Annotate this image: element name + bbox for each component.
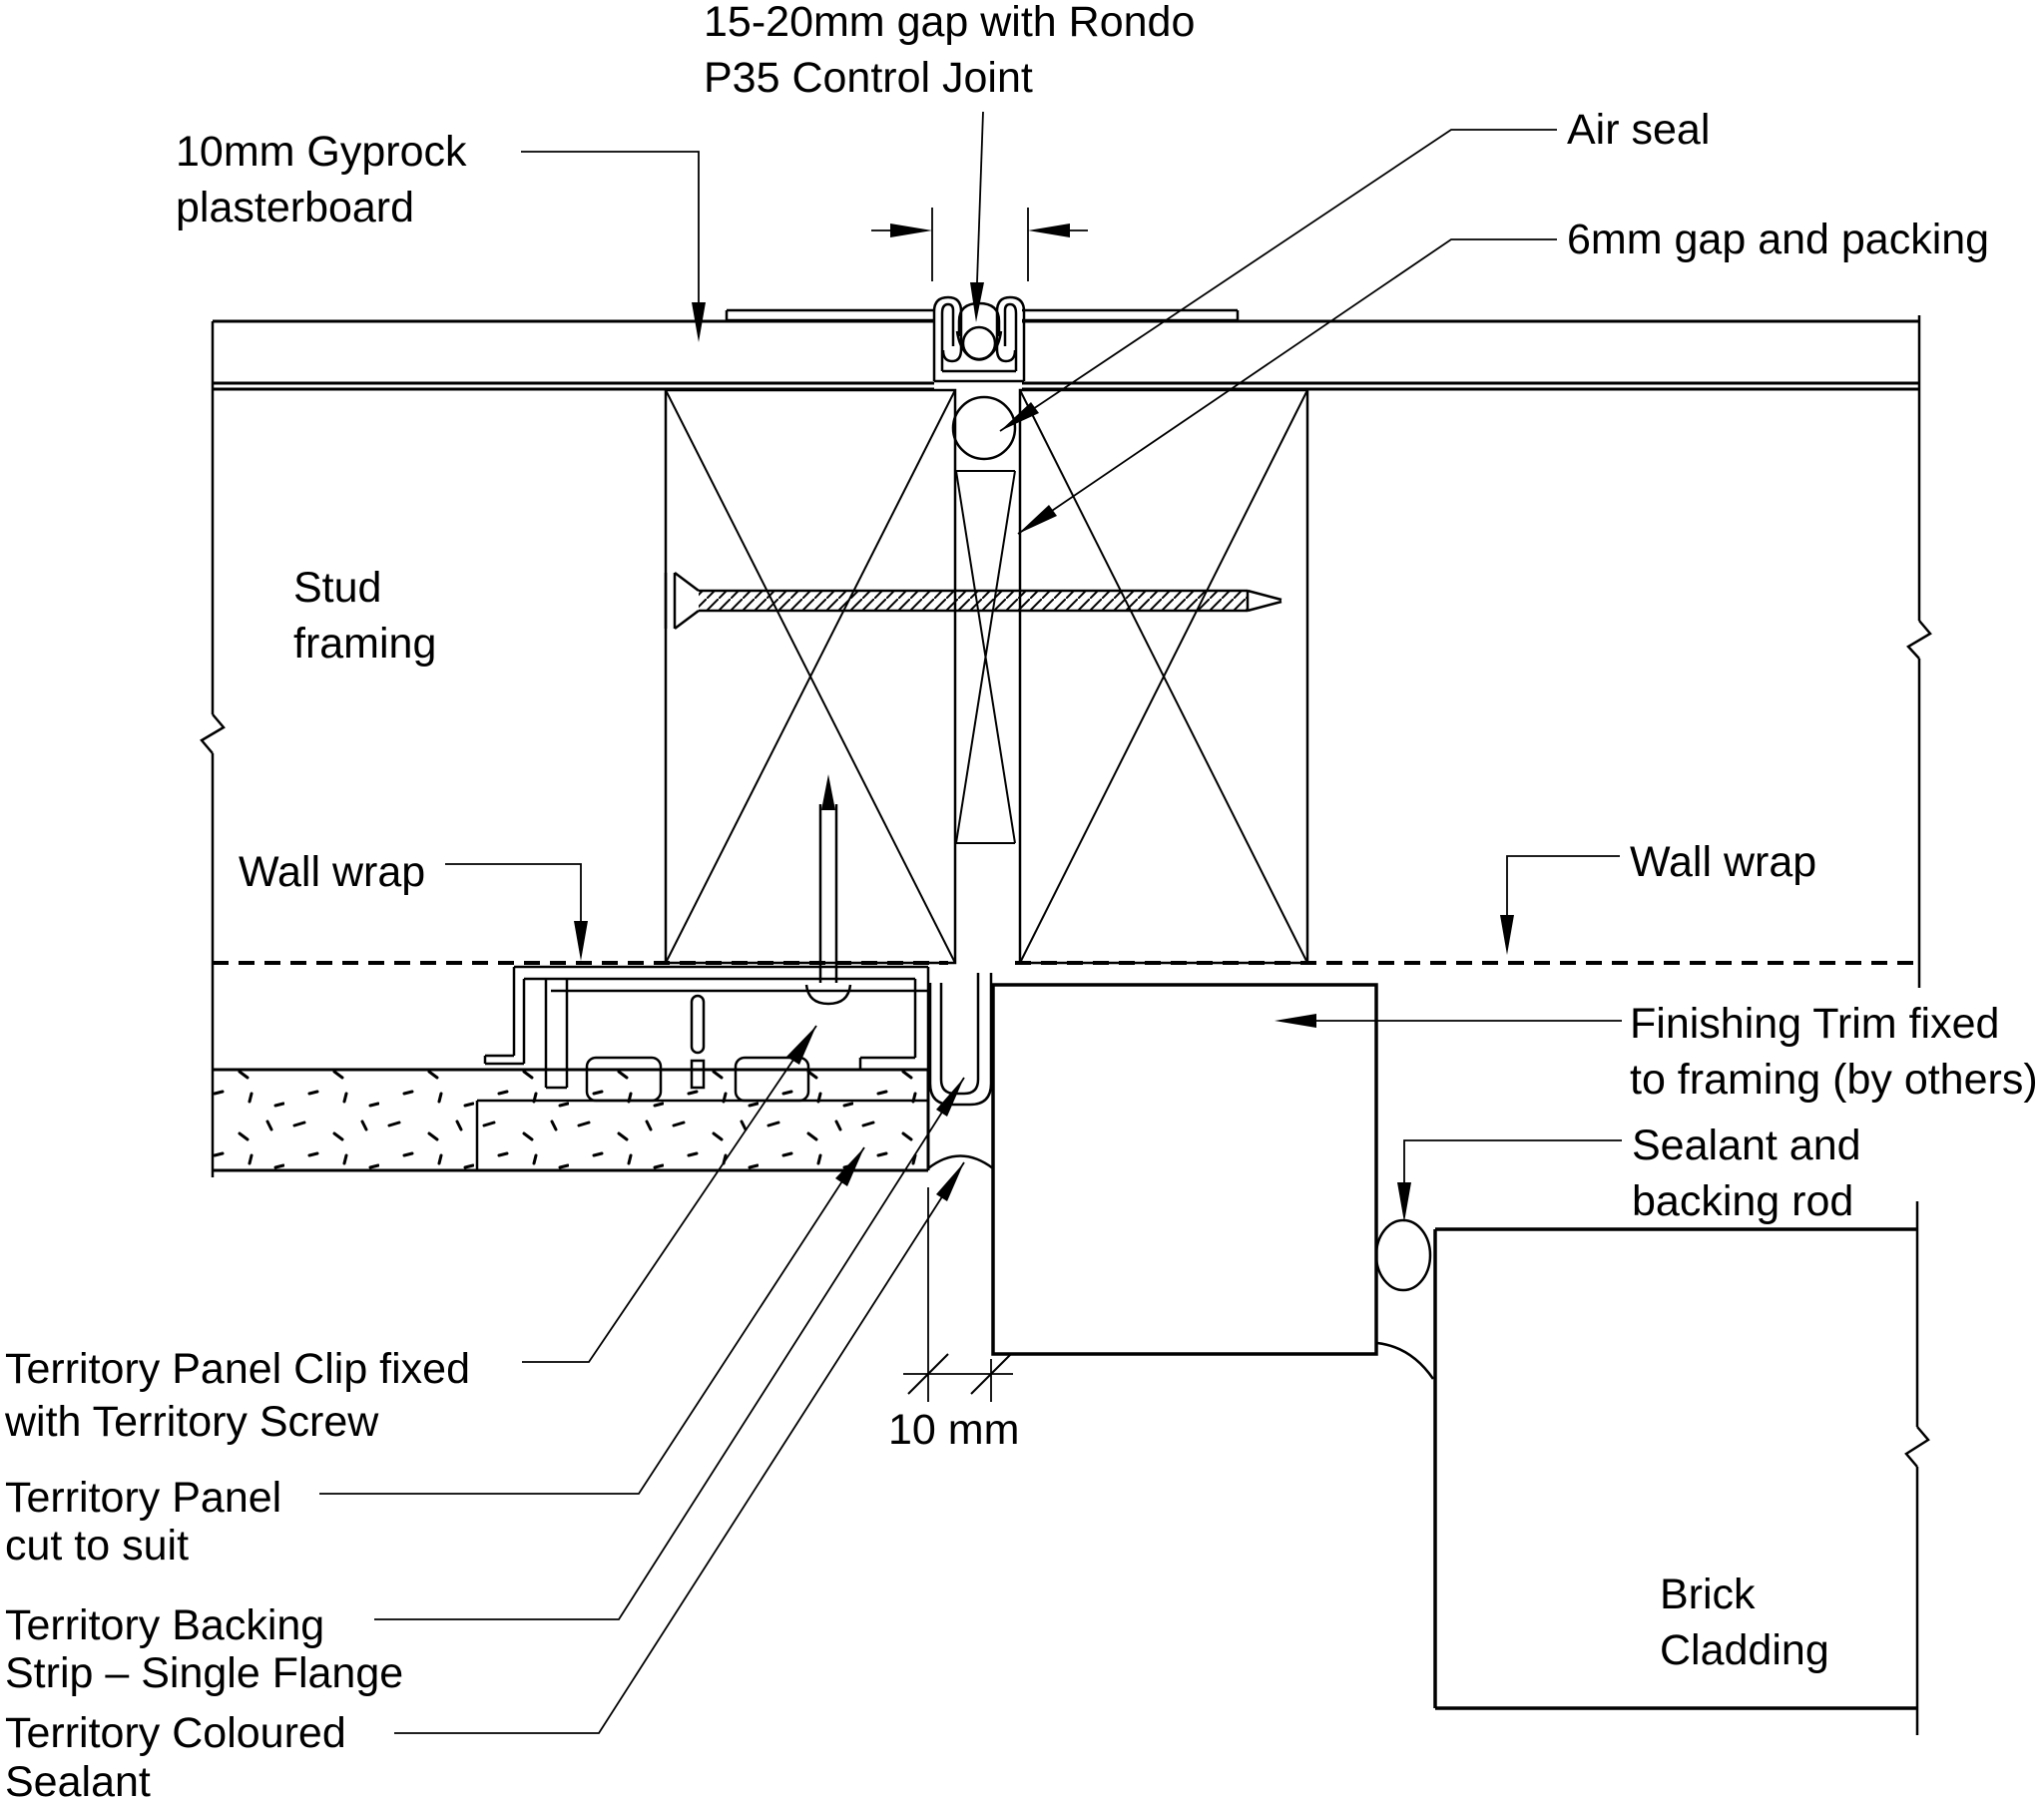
leader-gap-packing — [1017, 238, 1557, 535]
clip-lug — [585, 1056, 663, 1103]
label-backing-strip-line1: Territory Backing — [5, 1601, 324, 1649]
leader-gyprock — [521, 151, 700, 304]
label-finishing-trim-line1: Finishing Trim fixed — [1630, 1000, 1999, 1048]
label-stud-framing-line1: Stud — [293, 564, 381, 612]
joint-bead-circle — [961, 325, 997, 361]
label-territory-clip-line2: with Territory Screw — [4, 1398, 379, 1446]
label-sealant-rod-line2: backing rod — [1632, 1177, 1853, 1225]
label-coloured-sealant-line2: Sealant — [5, 1758, 151, 1800]
label-stud-framing-line2: framing — [293, 620, 436, 668]
leader-coloured-sealant — [394, 1161, 965, 1734]
label-gyprock-line2: plasterboard — [176, 184, 414, 231]
label-sealant-rod-line1: Sealant and — [1632, 1122, 1861, 1169]
gap-packing-strip — [955, 470, 1016, 844]
finishing-trim — [991, 983, 1378, 1356]
clip-lug — [734, 1056, 810, 1103]
coloured-sealant-bead — [927, 1154, 994, 1169]
leader-wall-wrap-right — [1506, 855, 1620, 917]
break-symbol-right — [1906, 620, 1932, 660]
joint-bead-dome — [957, 301, 1001, 336]
label-brick-line2: Cladding — [1660, 1626, 1829, 1674]
plasterboard-right — [1022, 319, 1919, 391]
leader-air-seal — [999, 129, 1557, 432]
panel-clip — [483, 965, 930, 1103]
leader-panel-clip — [522, 1025, 817, 1363]
dimension-gap-width — [871, 111, 1088, 322]
plasterboard-left — [213, 319, 934, 391]
clip-slot — [690, 1059, 706, 1090]
screw-fixing — [664, 572, 1282, 630]
stud-right — [1018, 388, 1309, 965]
label-control-joint-gap-line1: 15-20mm gap with Rondo — [704, 0, 1195, 46]
leader-sealant-rod — [1403, 1139, 1622, 1184]
label-10mm: 10 mm — [888, 1406, 1019, 1454]
break-symbol-left — [200, 713, 226, 754]
leader-backing-strip — [374, 1077, 965, 1620]
label-coloured-sealant-line1: Territory Coloured — [5, 1709, 346, 1757]
text-labels: 15-20mm gap with Rondo P35 Control Joint… — [4, 0, 2038, 1800]
label-wall-wrap-left: Wall wrap — [239, 848, 425, 896]
label-territory-clip-line1: Territory Panel Clip fixed — [5, 1345, 470, 1393]
territory-panel-section — [213, 1068, 930, 1172]
label-backing-strip-line2: Strip – Single Flange — [5, 1649, 403, 1697]
label-finishing-trim-line2: to framing (by others) — [1630, 1056, 2038, 1104]
stud-left — [664, 388, 957, 965]
backing-strip — [551, 973, 993, 1107]
leader-lines — [319, 129, 1622, 1734]
label-wall-wrap-right: Wall wrap — [1630, 838, 1816, 886]
label-gyprock-line1: 10mm Gyprock — [176, 128, 467, 176]
sealant-meniscus — [1376, 1341, 1435, 1380]
wall-left-edge — [200, 321, 226, 1177]
label-air-seal: Air seal — [1567, 106, 1710, 154]
dimension-10mm — [903, 1187, 1013, 1402]
label-brick-line1: Brick — [1660, 1571, 1756, 1618]
clip-slot — [690, 994, 706, 1055]
brick-cladding-section — [1433, 1201, 1930, 1735]
backing-rod-circle — [1374, 1218, 1432, 1292]
screw-head-dome — [804, 984, 852, 1006]
label-territory-panel-line1: Territory Panel — [5, 1474, 281, 1522]
territory-screw — [804, 774, 852, 1006]
break-symbol-brick — [1904, 1426, 1930, 1468]
control-joint-profile — [725, 295, 1240, 383]
air-seal-circle — [951, 395, 1017, 461]
label-territory-panel-line2: cut to suit — [5, 1522, 189, 1570]
leader-wall-wrap-left — [445, 863, 582, 923]
label-gap-packing: 6mm gap and packing — [1567, 216, 1989, 263]
label-control-joint-gap-line2: P35 Control Joint — [704, 54, 1033, 102]
wall-right-edge — [1906, 315, 1932, 988]
leader-territory-panel — [319, 1146, 865, 1495]
